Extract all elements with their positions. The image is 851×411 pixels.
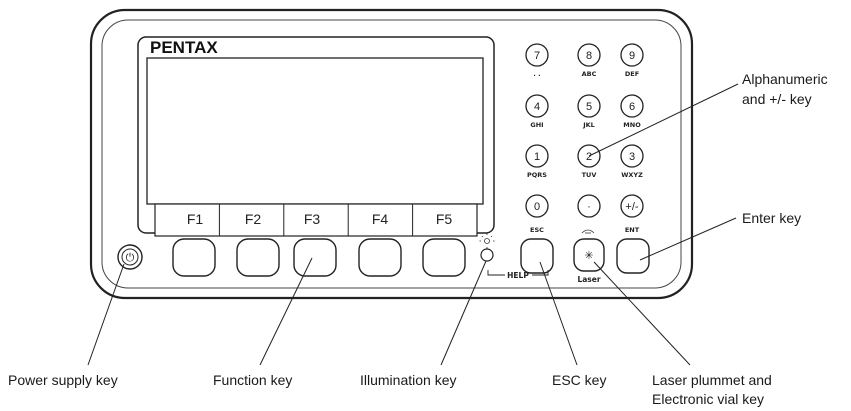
f1-button[interactable] — [172, 238, 216, 277]
key-4-letters: GHI — [530, 121, 543, 129]
esc-label: ESC — [530, 226, 544, 234]
key-3-letters: WXYZ — [621, 171, 643, 179]
power-leader-line — [87, 263, 125, 366]
esc-button[interactable] — [520, 238, 554, 274]
key-1-letters: PQRS — [527, 171, 547, 179]
f5-label: F5 — [436, 211, 453, 227]
power-icon: ⏻ — [126, 252, 135, 264]
enter-button[interactable] — [616, 238, 650, 274]
alpha-callout-line2: and +/- key — [742, 91, 812, 107]
key-0-button[interactable] — [525, 194, 549, 218]
key-5-button[interactable] — [577, 94, 601, 118]
function-key-callout: Function key — [213, 372, 292, 388]
esc-leader-line — [539, 261, 578, 366]
key-1-label: 1 — [534, 151, 540, 163]
key-7-button[interactable] — [525, 43, 549, 67]
key-8-label: 8 — [586, 50, 592, 62]
key-8-button[interactable] — [577, 43, 601, 67]
key-1-button[interactable] — [525, 144, 549, 168]
key-4-button[interactable] — [525, 94, 549, 118]
key-5-letters: JKL — [582, 121, 595, 129]
alpha-callout-line1: Alphanumeric — [742, 71, 828, 87]
key-8-letters: ABC — [582, 70, 597, 78]
key-2-letters: TUV — [582, 171, 597, 179]
laser-leader-line — [593, 261, 691, 366]
f3-button[interactable] — [293, 238, 337, 277]
f3-label: F3 — [304, 211, 321, 227]
illumination-callout: Illumination key — [360, 372, 457, 388]
esc-callout: ESC key — [552, 372, 606, 388]
brand-logo: PENTAX — [150, 38, 218, 57]
key-9-button[interactable] — [620, 43, 644, 67]
enter-callout: Enter key — [742, 210, 801, 226]
help-label: HELP — [507, 271, 529, 280]
key-6-button[interactable] — [620, 94, 644, 118]
f1-label: F1 — [187, 211, 204, 227]
key-4-label: 4 — [534, 101, 540, 113]
f4-label: F4 — [372, 211, 389, 227]
key-2-label: 2 — [586, 151, 592, 163]
key-6-label: 6 — [629, 101, 635, 113]
f4-button[interactable] — [358, 238, 402, 277]
f5-button[interactable] — [422, 238, 466, 277]
function-key-strip — [154, 203, 478, 237]
enter-leader-line — [639, 217, 737, 261]
key-plusminus-label: +/- — [625, 201, 638, 213]
power-button-ring — [121, 248, 139, 266]
ent-label: ENT — [625, 226, 640, 234]
key-7-label: 7 — [534, 50, 540, 62]
laser-top-icon — [581, 229, 595, 234]
illumination-sun-icon — [479, 233, 495, 249]
key-plusminus-button[interactable] — [620, 194, 644, 218]
lcd-screen — [146, 57, 484, 205]
key-3-label: 3 — [629, 151, 635, 163]
illumination-leader-line — [440, 260, 487, 366]
f2-label: F2 — [245, 211, 262, 227]
key-9-label: 9 — [629, 50, 635, 62]
key-3-button[interactable] — [620, 144, 644, 168]
laser-callout-line2: Electronic vial key — [652, 391, 764, 407]
laser-callout-line1: Laser plummet and — [652, 372, 772, 388]
callout-lines — [87, 83, 739, 366]
alpha-leader-line — [588, 83, 739, 157]
key-5-label: 5 — [586, 101, 592, 113]
power-supply-callout: Power supply key — [8, 372, 118, 388]
laser-label: Laser — [577, 275, 600, 284]
function-leader-line — [259, 257, 313, 366]
key-7-letters: . . — [533, 70, 540, 78]
key-9-letters: DEF — [625, 70, 639, 78]
laser-asterisk-icon: ✳ — [584, 250, 593, 262]
laser-vial-button[interactable] — [573, 238, 605, 272]
illumination-button[interactable] — [480, 248, 494, 262]
f2-button[interactable] — [236, 238, 280, 277]
key-dot-label: · — [587, 201, 591, 213]
help-bracket — [487, 270, 549, 276]
key-0-label: 0 — [534, 201, 540, 213]
key-dot-button[interactable] — [577, 194, 601, 218]
key-6-letters: MNO — [623, 121, 641, 129]
